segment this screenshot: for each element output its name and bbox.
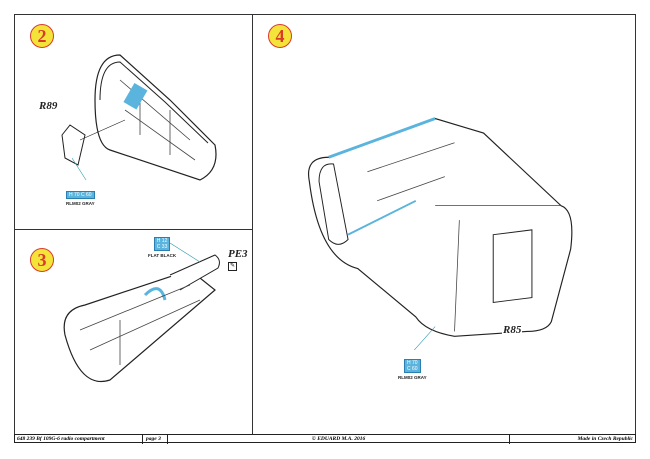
step-number-3: 3 — [30, 248, 54, 272]
color-swatch: H 70 C 60 — [66, 191, 95, 199]
part-label-r89: R89 — [39, 100, 58, 112]
step-number-2: 2 — [30, 24, 54, 48]
part-label-pe3: PE3 — [228, 248, 248, 260]
step-number-4: 4 — [268, 24, 292, 48]
color-name: FLAT BLACK — [148, 253, 177, 258]
footer-kit: 648 239 Bf 109G-6 radio compartment — [14, 435, 143, 444]
part-label-r85: R85 — [502, 324, 523, 336]
footer-copyright: © EDUARD M.A. 2016 — [168, 435, 510, 444]
photo-etch-icon: ✎ — [228, 262, 237, 271]
color-name: RLM02 GRAY — [66, 201, 95, 206]
footer-page: page 3 — [143, 435, 168, 444]
color-callout-step2: H 70 C 60 RLM02 GRAY — [66, 183, 95, 206]
radio-compartment-drawing-step4 — [308, 117, 573, 350]
footer: 648 239 Bf 109G-6 radio compartment page… — [14, 434, 636, 444]
color-name: RLM02 GRAY — [398, 375, 427, 380]
footer-origin: Made in Czech Republic — [577, 436, 633, 442]
radio-compartment-drawing-step2 — [61, 54, 217, 181]
radio-compartment-drawing-step3 — [63, 242, 220, 383]
